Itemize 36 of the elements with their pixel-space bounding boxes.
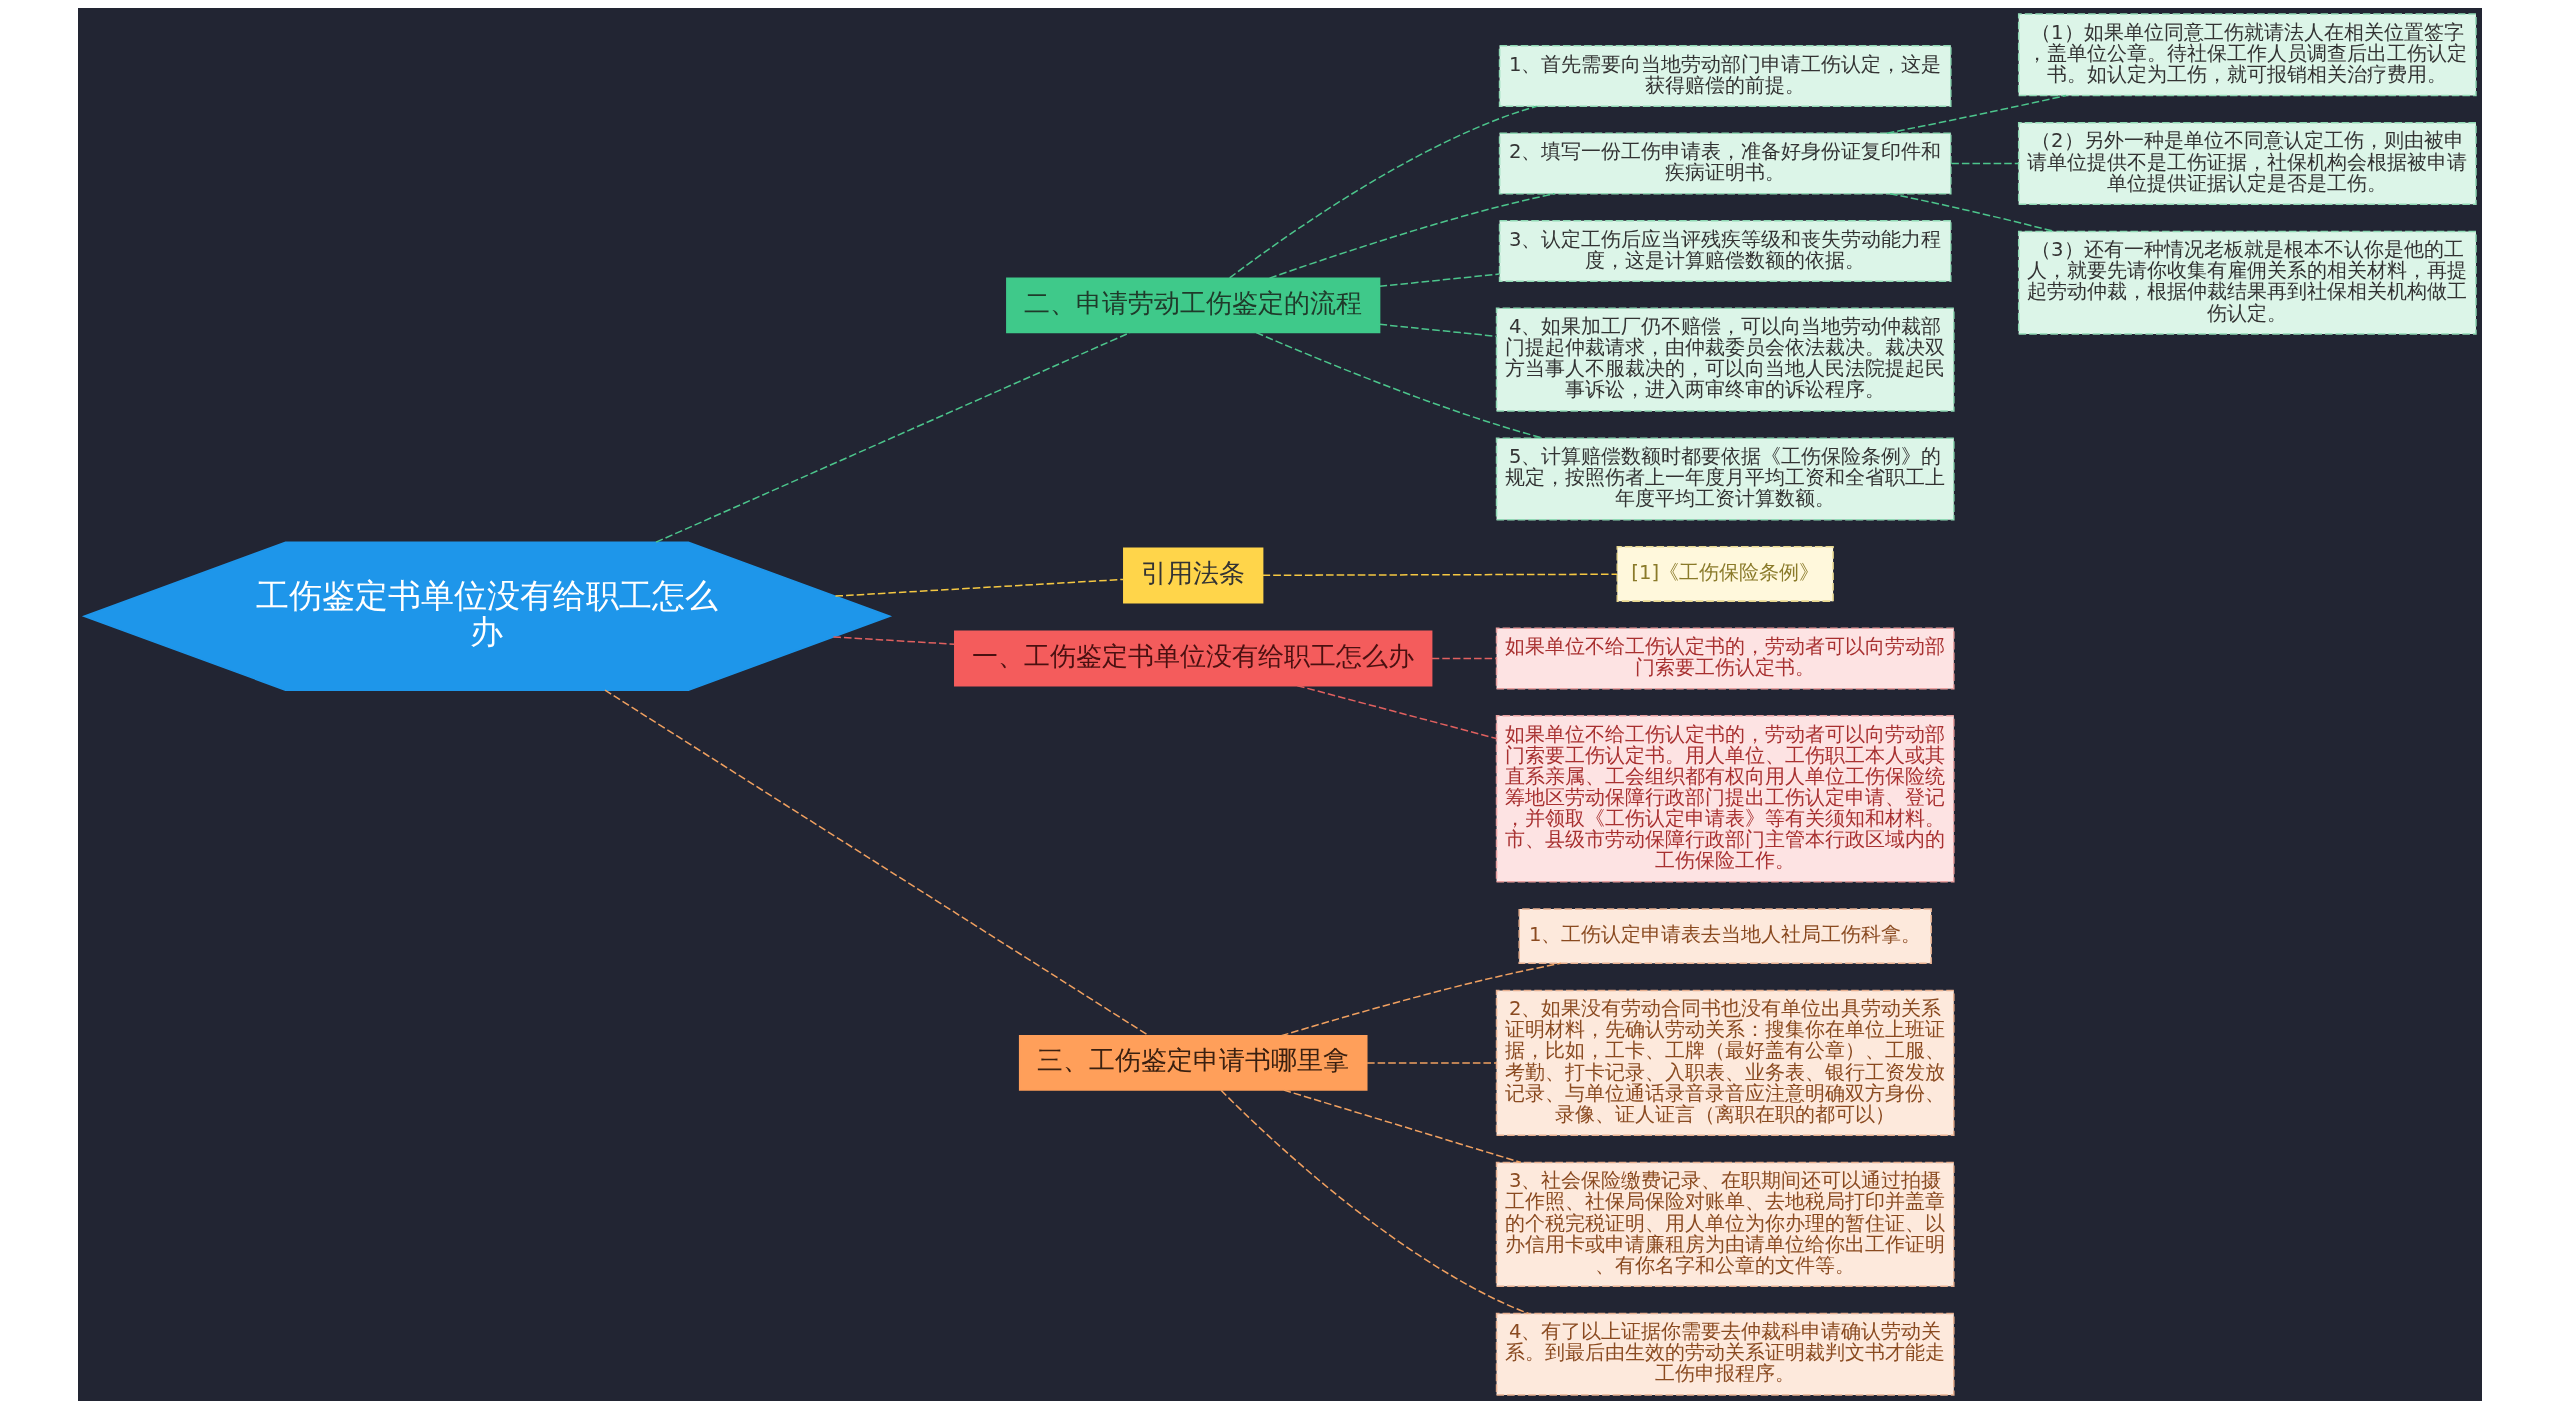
connector	[832, 636, 956, 645]
node-box: [1]《工伤保险条例》	[1616, 546, 1834, 602]
node-box: 三、工伤鉴定申请书哪里拿	[1018, 1035, 1368, 1091]
node-box: 一、工伤鉴定书单位没有给职工怎么办	[954, 630, 1433, 687]
connector	[1378, 273, 1500, 288]
node-box: 引用法条	[1123, 547, 1264, 604]
node-box: 3、认定工伤后应当评残疾等级和丧失劳动能力程度，这是计算赔偿数额的依据。	[1498, 220, 1952, 282]
connector	[1228, 105, 1538, 279]
node-box: 1、工伤认定申请表去当地人社局工伤科拿。	[1518, 908, 1932, 965]
connector	[1255, 331, 1544, 439]
node-box: （1）如果单位同意工伤就请法人在相关位置签字，盖单位公章。待社保工作人员调查后出工伤认定书。如认定为工伤，就可报销相关治疗费用。	[2017, 13, 2477, 97]
connector	[1430, 657, 1497, 660]
node-box: 1、首先需要向当地劳动部门申请工伤认定，这是获得赔偿的前提。	[1498, 45, 1952, 107]
connector	[1296, 684, 1498, 740]
node-box: （2）另外一种是单位不同意认定工伤，则由被申请单位提供不是工伤证据，社保机构会根据被申请单位提供证据认定是否是工伤。	[2017, 122, 2477, 205]
connector	[1262, 573, 1618, 577]
connector	[834, 578, 1124, 597]
node-box: 4、如果加工厂仍不赔偿，可以向当地劳动仲裁部门提起仲裁请求，由仲裁委员会依法裁决。裁决双方当事人不服裁决的，可以向当地人民法院提起民事诉讼，进入两审终审的诉讼程序。	[1495, 307, 1955, 412]
node-box: 二、申请劳动工伤鉴定的流程	[1006, 277, 1381, 334]
connector	[1889, 192, 2055, 233]
node-box: 2、如果没有劳动合同书也没有单位出具劳动关系证明材料，先确认劳动关系：搜集你在单位上班证据，比如，工卡、工牌（最好盖有公章）、工服、考勤、打卡记录、入职表、业务表、银行工资发放记录、与单位通话录音录音应注意明确双方身份、录像、证人证言（离职在职的都可以）	[1495, 989, 1955, 1137]
connector	[1366, 1062, 1497, 1064]
connector	[1950, 162, 2020, 165]
node-box: 3、社会保险缴费记录、在职期间还可以通过拍摄工作照、社保局保险对账单、去地税局打印并盖章的个税完税证明、用人单位为你办理的暂住证、以办信用卡或申请廉租房为由请单位给你出工作证明、有你名字和公章的文件等。	[1495, 1161, 1955, 1287]
connector	[1280, 962, 1562, 1037]
node-box: 5、计算赔偿数额时都要依据《工伤保险条例》的规定，按照伤者上一年度月平均工资和全省职工上年度平均工资计算数额。	[1495, 437, 1955, 521]
node-box: 4、有了以上证据你需要去仲裁科申请确认劳动关系。到最后由生效的劳动关系证明裁判文书才能走工伤申报程序。	[1495, 1312, 1955, 1396]
connector	[1283, 1089, 1522, 1164]
connector	[1378, 323, 1498, 338]
node-box: 如果单位不给工伤认定书的，劳动者可以向劳动部门索要工伤认定书。	[1495, 627, 1955, 690]
node-box: 2、填写一份工伤申请表，准备好身份证复印件和疾病证明书。	[1498, 132, 1952, 195]
node-box: 如果单位不给工伤认定书的，劳动者可以向劳动部门索要工伤认定书。用人单位、工伤职工本人或其直系亲属、工会组织都有权向用人单位工伤保险统筹地区劳动保障行政部门提出工伤认定申请、登记，并领取《工伤认定申请表》等有关须知和材料。市、县级市劳动保障行政部门主管本行政区域内的工伤保险工作。	[1495, 715, 1955, 883]
connector	[655, 331, 1131, 543]
connector	[1220, 1089, 1530, 1315]
node-box: （3）还有一种情况老板就是根本不认你是他的工人，就要先请你收集有雇佣关系的相关材料，再提起劳动仲裁，根据仲裁结果再到社保相关机构做工伤认定。	[2017, 230, 2477, 335]
connector	[604, 689, 1150, 1037]
